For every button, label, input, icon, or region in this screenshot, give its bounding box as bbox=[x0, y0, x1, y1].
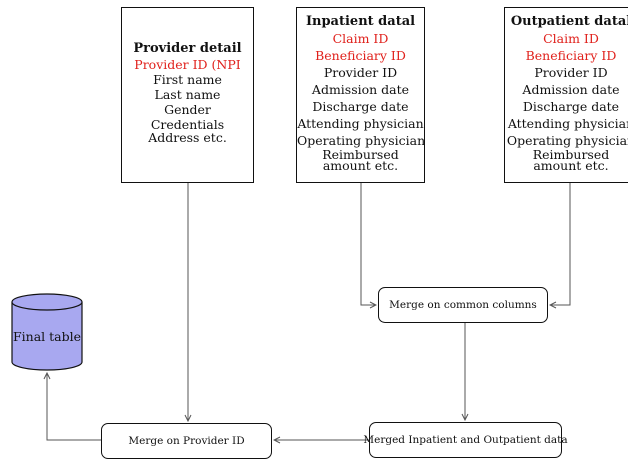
outpatient-field: amount etc. bbox=[533, 158, 609, 173]
inpatient-field: Attending physician bbox=[297, 116, 424, 131]
inpatient-data-title: Inpatient datal bbox=[305, 14, 416, 29]
merged-data-label: Merged Inpatient and Outpatient data bbox=[363, 434, 568, 446]
outpatient-field: Attending physician bbox=[507, 116, 628, 131]
merge-provider-label: Merge on Provider ID bbox=[128, 435, 245, 447]
inpatient-field: amount etc. bbox=[322, 158, 399, 173]
inpatient-field: Discharge date bbox=[312, 99, 409, 114]
database-cylinder-icon bbox=[11, 293, 83, 371]
outpatient-field: Reimbursed bbox=[532, 147, 610, 162]
provider-field: Address etc. bbox=[148, 130, 227, 145]
provider-key-field: Provider ID (NPI bbox=[134, 57, 241, 72]
outpatient-field: Operating physician bbox=[506, 133, 628, 148]
outpatient-data-box: Outpatient datal Claim ID Beneficiary ID… bbox=[504, 7, 628, 183]
merge-common-columns-node: Merge on common columns bbox=[378, 287, 548, 323]
provider-field: Last name bbox=[154, 87, 221, 102]
inpatient-field: Provider ID bbox=[323, 65, 398, 80]
inpatient-field: Reimbursed bbox=[322, 147, 399, 162]
outpatient-field: Admission date bbox=[522, 82, 620, 97]
outpatient-key-field: Beneficiary ID bbox=[525, 48, 617, 63]
provider-field: First name bbox=[153, 72, 222, 87]
inpatient-field: Admission date bbox=[311, 82, 410, 97]
outpatient-data-title: Outpatient datal bbox=[510, 14, 628, 29]
inpatient-data-box: Inpatient datal Claim ID Beneficiary ID … bbox=[296, 7, 425, 183]
merge-common-columns-label: Merge on common columns bbox=[389, 299, 537, 311]
edge-outpatient-to-merge-common bbox=[550, 183, 571, 305]
provider-field: Gender bbox=[164, 102, 211, 117]
outpatient-key-field: Claim ID bbox=[543, 31, 599, 46]
inpatient-field: Operating physician bbox=[297, 133, 426, 148]
inpatient-key-field: Beneficiary ID bbox=[315, 48, 406, 63]
merged-data-node: Merged Inpatient and Outpatient data bbox=[363, 422, 568, 458]
merge-provider-node: Merge on Provider ID bbox=[101, 423, 272, 459]
provider-field: Credentials bbox=[150, 117, 225, 132]
provider-detail-title: Provider detail bbox=[133, 41, 242, 56]
final-table-cylinder: Final table bbox=[11, 293, 83, 371]
edge-merge-provider-to-final-table bbox=[47, 373, 101, 441]
edge-inpatient-to-merge-common bbox=[360, 183, 376, 305]
inpatient-key-field: Claim ID bbox=[332, 31, 389, 46]
outpatient-field: Provider ID bbox=[534, 65, 608, 80]
provider-detail-box: Provider detail Provider ID (NPI First n… bbox=[121, 7, 254, 183]
outpatient-field: Discharge date bbox=[522, 99, 620, 114]
final-table-label: Final table bbox=[12, 329, 82, 344]
